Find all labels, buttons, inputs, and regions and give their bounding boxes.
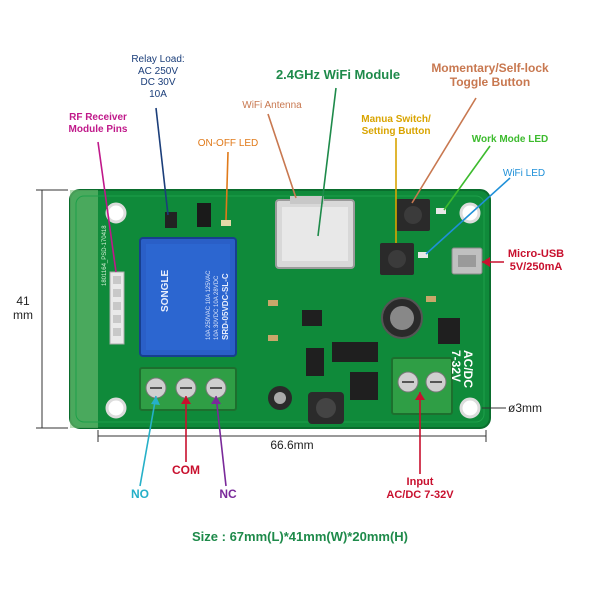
height-dimension-line <box>36 189 68 429</box>
acdc-silk-2: 7-32V <box>449 350 463 382</box>
momentary-toggle-button <box>396 199 430 231</box>
wifi-led-label: WiFi LED <box>502 168 546 179</box>
callout-lines <box>97 87 511 487</box>
small-capacitor <box>268 386 292 410</box>
micro-usb-port <box>451 247 483 275</box>
callout-arrowheads <box>151 257 490 405</box>
wifi-module-label: 2.4GHz WiFi Module <box>275 67 401 82</box>
width-dimension-line <box>97 430 487 442</box>
micro-usb-label: Micro-USB 5V/250mA <box>507 248 565 273</box>
misc-components <box>268 296 460 400</box>
hole-dimension-label: ø3mm <box>508 401 542 415</box>
pcb-silkscreen: 1801164_PSD-170418 <box>102 225 108 286</box>
no-label: NO <box>131 487 149 501</box>
com-label: COM <box>172 463 200 477</box>
size-label: Size : 67mm(L)*41mm(W)*20mm(H) <box>192 529 408 544</box>
input-label: Input AC/DC 7-32V <box>386 476 454 501</box>
relay-terminal-block <box>139 367 237 411</box>
relay-driver-parts <box>165 203 231 228</box>
inductor <box>308 392 344 424</box>
work-mode-led <box>436 208 446 214</box>
relay-brand: SONGLE <box>160 269 171 312</box>
acdc-silk-1: AC/DC <box>461 350 475 388</box>
manual-switch-label: Manua Switch/ Setting Button <box>361 114 431 137</box>
momentary-button-label: Momentary/Self-lock Toggle Button <box>431 61 549 89</box>
nc-label: NC <box>219 487 237 501</box>
work-mode-led-label: Work Mode LED <box>471 134 549 145</box>
width-dimension-label: 66.6mm <box>270 438 314 452</box>
onoff-led-label: ON-OFF LED <box>197 138 259 149</box>
manual-setting-button <box>380 243 414 275</box>
wifi-led <box>418 252 428 258</box>
input-terminal-block <box>391 357 453 415</box>
relay-spec-2: 10A 30VDC 10A 28VDC <box>214 275 220 340</box>
rf-receiver-label: RF Receiver Module Pins <box>68 112 128 135</box>
relay-model: SRD-05VDC-SL-C <box>221 273 230 340</box>
mounting-holes <box>105 202 481 419</box>
relay <box>139 237 237 357</box>
wifi-antenna-label: WiFi Antenna <box>242 100 302 111</box>
wifi-module <box>275 196 355 269</box>
rf-receiver-pins <box>109 271 125 345</box>
relay-load-label: Relay Load: AC 250V DC 30V 10A <box>131 54 185 100</box>
height-dimension-label: 41 mm <box>13 294 33 323</box>
relay-spec-1: 10A 250VAC 10A 125VAC <box>206 270 212 340</box>
capacitor <box>381 297 423 339</box>
